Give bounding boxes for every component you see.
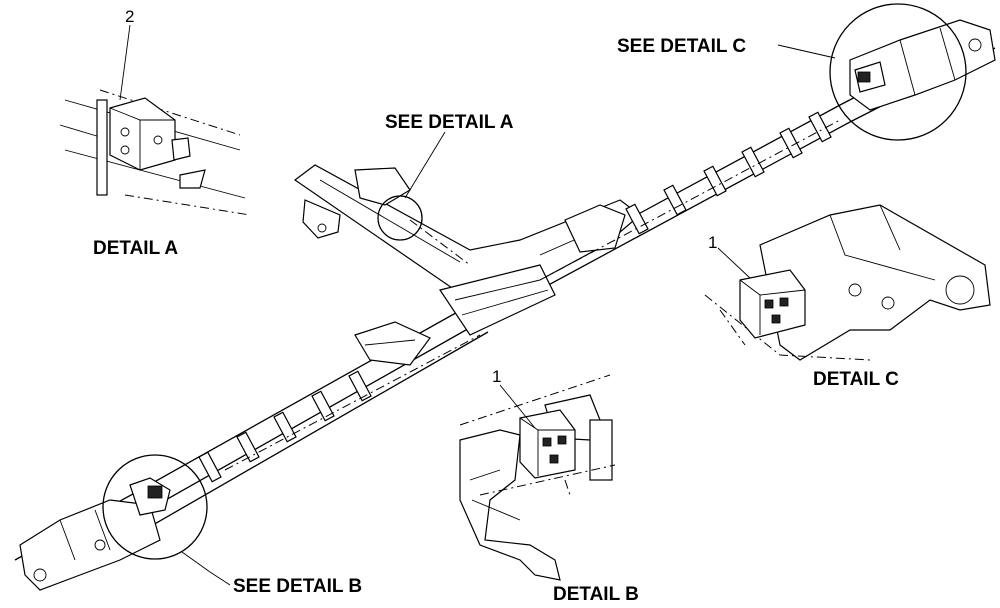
detail-a-marker-circle bbox=[377, 195, 423, 241]
main-boom-assembly bbox=[14, 19, 996, 591]
detail-c-marker-circle bbox=[829, 3, 967, 141]
callout-detail-c-item-number: 1 bbox=[708, 233, 717, 252]
callout-detail-b-item-number: 1 bbox=[492, 367, 501, 386]
detail-b-title: DETAIL B bbox=[553, 584, 639, 605]
detail-a-view bbox=[59, 89, 251, 216]
detail-c-view bbox=[704, 204, 991, 361]
leader-see-detail-b bbox=[181, 551, 231, 586]
detail-c-title: DETAIL C bbox=[813, 369, 899, 390]
see-detail-b-label: SEE DETAIL B bbox=[233, 576, 362, 597]
boom-clamps-left bbox=[198, 370, 372, 483]
leader-detail-a-item bbox=[119, 24, 131, 101]
detail-a-title: DETAIL A bbox=[93, 238, 178, 259]
see-detail-a-label: SEE DETAIL A bbox=[385, 112, 514, 133]
detail-b-view bbox=[459, 374, 616, 581]
detail-b-marker-circle bbox=[102, 454, 208, 560]
leader-detail-b-item bbox=[499, 384, 536, 429]
leader-detail-c-item bbox=[717, 247, 751, 279]
boom-clamps-right bbox=[625, 111, 832, 235]
see-detail-c-label: SEE DETAIL C bbox=[617, 36, 746, 57]
leader-see-detail-c bbox=[777, 44, 836, 59]
leader-see-detail-a bbox=[404, 131, 446, 199]
callout-detail-a-item-number: 2 bbox=[125, 7, 134, 26]
